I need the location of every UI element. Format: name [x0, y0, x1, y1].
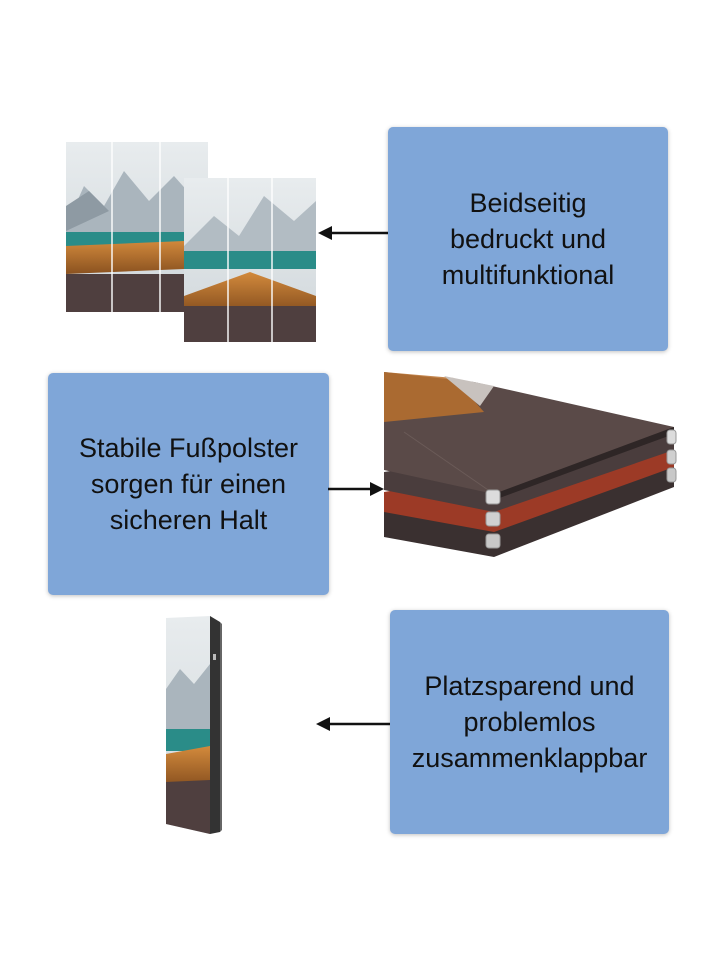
foot-pad-icons: [485, 429, 677, 549]
feature-text: Platzsparend und problemlos zusammenklap…: [411, 671, 648, 773]
arrow-right-icon: [328, 482, 384, 496]
room-divider-double-sided-illustration: [66, 140, 316, 344]
folded-room-divider-illustration: [166, 616, 222, 834]
arrow-left-icon: [316, 717, 390, 731]
foot-pads-closeup-illustration: [384, 372, 677, 557]
feature-text: Beidseitig bedruckt und multifunktional: [441, 188, 615, 290]
screen-front: [184, 176, 316, 344]
feature-panel-foot-pads: Stabile Fußpolster sorgen für einen sich…: [48, 373, 329, 595]
arrow-left-icon: [318, 226, 388, 240]
feature-panel-double-sided: Beidseitig bedruckt und multifunktional: [388, 127, 668, 351]
feature-panel-space-saving: Platzsparend und problemlos zusammenklap…: [390, 610, 669, 834]
feature-text: Stabile Fußpolster sorgen für einen sich…: [78, 433, 299, 535]
